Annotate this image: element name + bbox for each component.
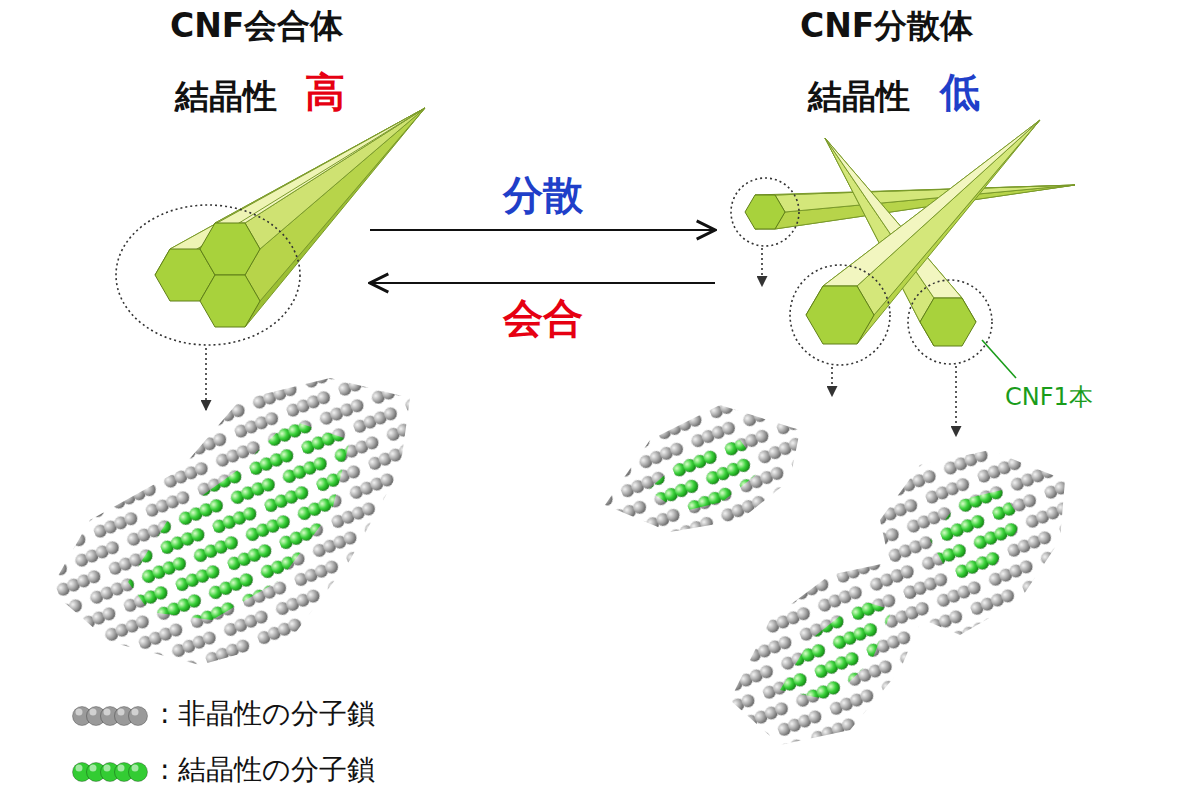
chain-lattice [605,405,800,532]
legend-swatch [132,765,139,772]
chain-lattice [605,405,800,532]
chain-lattice [50,378,410,665]
chain-lattice [930,490,1022,585]
single-fiber [745,195,785,229]
crystallinity-label: 結晶性 [175,77,277,116]
crystallinity-label: 結晶性 [808,77,910,116]
chain-lattice [128,420,350,620]
legend-swatch [132,709,139,716]
legend-row: : 結晶性の分子鎖 [72,756,492,788]
fiber-bundle [155,108,425,327]
legend-swatch [90,765,97,772]
group-heading: CNF分散体 [800,7,973,45]
crystallinity-level: 低 [940,69,980,115]
fiber-bundle [245,108,425,327]
single-fiber-end [920,298,976,346]
legend-swatch [104,709,111,716]
fiber-bundle [200,275,260,327]
single-fiber [806,286,874,344]
chain-lattice [880,450,1065,635]
chain-lattice [648,440,762,512]
fiber-callout: CNF1本 [1005,384,1093,412]
legend-text: : 非晶性の分子鎖 [160,698,375,730]
single-fiber [823,120,1040,286]
chain-lattice [780,600,892,700]
transition-label: 会合 [501,295,585,341]
state-group: CNF会合体結晶性高 [60,5,370,325]
transition-arrow [370,282,715,284]
legend-swatch [118,765,125,772]
legend-swatch [72,700,152,730]
legend-swatch [104,765,111,772]
chain-lattice [880,450,1065,635]
transition-label: 分散 [501,172,585,218]
legend-text: : 結晶性の分子鎖 [160,754,375,786]
transition-arrow [370,229,715,231]
focus-marker [116,205,300,345]
crystallinity-level: 高 [305,69,345,115]
single-fiber-end [920,298,976,346]
focus-marker [831,367,833,396]
focus-marker [205,348,207,410]
legend-swatch [76,709,83,716]
state-group: CNF分散体結晶性低 [715,5,1115,325]
legend-swatch [90,709,97,716]
fiber-bundle [200,223,260,275]
legend-swatch [72,756,152,786]
chain-lattice [50,378,410,665]
focus-marker [908,280,992,364]
fiber-bundle [245,108,425,249]
single-fiber [806,120,1040,344]
legend-swatch [118,709,125,716]
single-fiber [857,120,1040,315]
legend-swatch [129,763,148,782]
single-fiber [755,185,1075,195]
focus-marker [731,178,799,246]
legend-row: : 非晶性の分子鎖 [72,700,492,732]
legend-swatch [76,765,83,772]
group-heading: CNF会合体 [170,7,343,45]
focus-marker [761,248,763,286]
focus-marker [790,265,890,365]
callout-leader [982,340,1016,378]
legend-swatch [129,707,148,726]
focus-marker [955,366,957,436]
